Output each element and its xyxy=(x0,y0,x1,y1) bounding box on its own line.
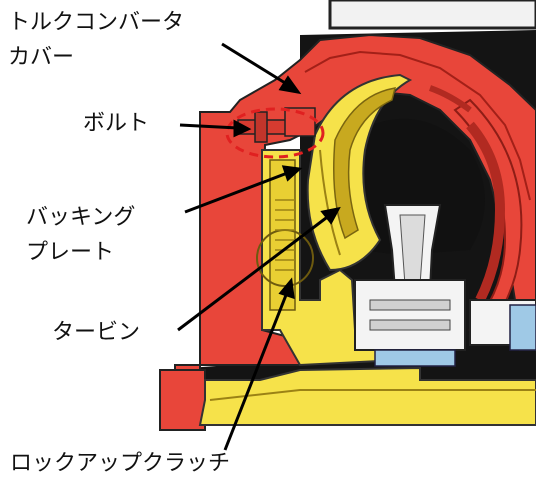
blue-parts xyxy=(374,304,536,367)
bolt-part xyxy=(237,107,316,143)
bolt-label: ボルト xyxy=(83,111,150,136)
callout-arrows xyxy=(177,42,341,451)
turbine-label: タービン xyxy=(52,320,141,345)
converter-cover-label-line1: トルクコンバータ xyxy=(8,10,185,35)
lockup-piston xyxy=(256,149,402,367)
bolt-highlight-ellipse xyxy=(225,107,325,159)
lockup-clutch-label: ロックアップクラッチ xyxy=(10,451,231,476)
converter-cover-label-line2: カバー xyxy=(8,45,75,70)
upper-housing xyxy=(328,0,536,30)
backing-plate-label-line2: プレート xyxy=(26,240,115,265)
torus-void xyxy=(350,118,485,255)
shaft-hub xyxy=(198,366,536,426)
backing-plate-label-line1: バッキング xyxy=(26,205,136,230)
